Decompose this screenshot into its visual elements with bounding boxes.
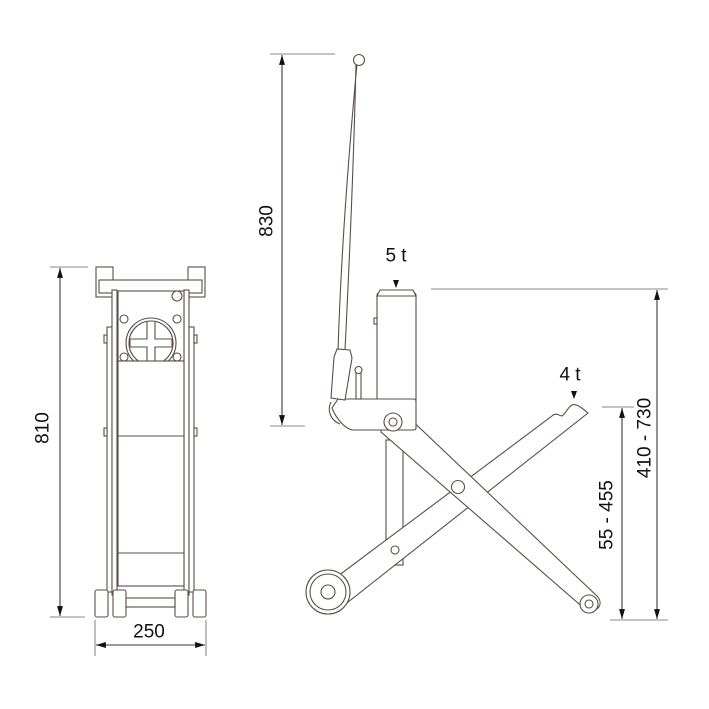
load-label-5t: 5 t [385, 245, 407, 267]
front-wheel-right-outer [192, 589, 207, 618]
side-main-arm [380, 405, 601, 612]
side-base-housing [331, 398, 417, 431]
front-right-inner-rail [183, 289, 190, 596]
arm-pin [390, 545, 400, 555]
load-label-4t: 4 t [559, 364, 581, 386]
bolt-hole [119, 314, 129, 324]
cylinder-saddle [376, 289, 417, 297]
side-hydraulic-cylinder [376, 292, 417, 404]
bolt-hole [172, 314, 182, 324]
front-wheel-left-outer [94, 589, 109, 618]
side-view [270, 53, 668, 621]
handle-socket-curve [328, 401, 341, 425]
front-saddle-cross [129, 322, 173, 364]
side-roller-rim [309, 573, 347, 611]
load-arrow-4t [571, 391, 577, 399]
bolt-hole [171, 290, 183, 302]
handle-sleeve [330, 348, 353, 401]
front-wheel-right-inner [174, 589, 189, 618]
side-lifting-arm [329, 404, 589, 607]
release-valve-stem [355, 371, 362, 400]
dim-810-label: 810 [32, 412, 54, 444]
front-body-panel [117, 360, 185, 587]
cylinder-tab [373, 317, 378, 325]
front-left-inner-rail [111, 289, 118, 596]
side-roller-hub [320, 584, 336, 600]
handle-ball-grip [352, 53, 366, 67]
front-pivot-hub [388, 417, 398, 427]
bolt-hole [119, 352, 129, 362]
front-right-outer-rail [188, 326, 195, 593]
front-tab [103, 427, 108, 437]
front-view [50, 266, 207, 656]
side-pump-handle [337, 63, 358, 353]
dim-55-455-label: 55 - 455 [596, 480, 618, 550]
front-axle [125, 597, 176, 608]
dim-250-label: 250 [133, 621, 165, 643]
release-valve-knob [354, 365, 363, 375]
load-arrow-5t [393, 280, 399, 288]
front-tab [193, 334, 198, 344]
front-tab [193, 427, 198, 437]
side-rear-wheel-hub [584, 599, 594, 609]
dim-830-label: 830 [256, 205, 278, 237]
arm-center-pivot [450, 479, 466, 495]
bolt-hole [172, 352, 182, 362]
front-wheel-left-inner [112, 589, 127, 618]
dim-410-730-label: 410 - 730 [634, 397, 656, 479]
front-tab [103, 334, 108, 344]
front-left-outer-rail [106, 326, 113, 593]
